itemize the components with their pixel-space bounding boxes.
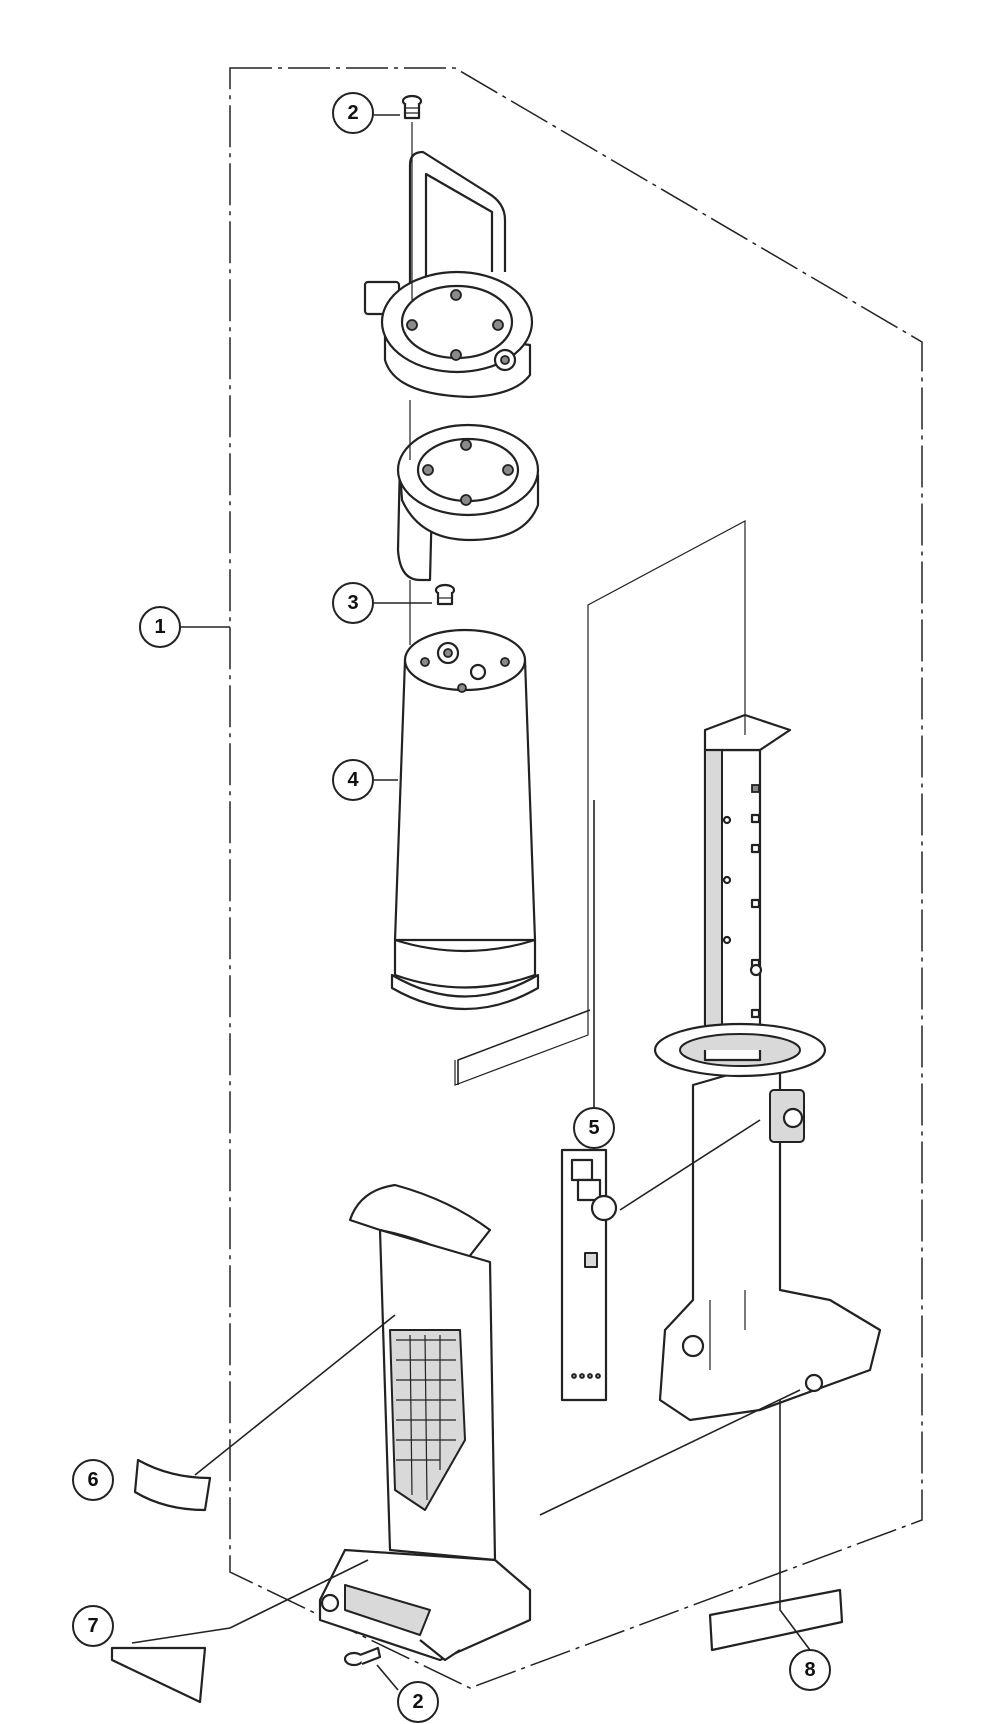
callout-3: 3 [332, 582, 374, 624]
svg-text:8: 8 [804, 1659, 815, 1681]
middle-collar [396, 423, 540, 582]
svg-text:6: 6 [87, 1469, 98, 1491]
svg-text:7: 7 [87, 1615, 98, 1637]
svg-text:5: 5 [588, 1117, 599, 1139]
assembly-boundary [229, 67, 923, 1689]
label-6 [133, 1458, 212, 1512]
callout-4: 4 [332, 759, 374, 801]
cylinder-body [390, 628, 540, 1010]
label-7 [110, 1646, 207, 1704]
screw-middle [434, 583, 456, 606]
screw-top [401, 94, 423, 120]
callout-1: 1 [139, 606, 181, 648]
callout-8: 8 [789, 1649, 831, 1691]
svg-text:3: 3 [347, 592, 358, 614]
svg-text:2: 2 [347, 102, 358, 124]
label-8 [708, 1588, 844, 1652]
callout-5: 5 [573, 1107, 615, 1149]
svg-text:4: 4 [347, 769, 359, 791]
handle-housing [318, 1183, 532, 1662]
callout-7: 7 [72, 1605, 114, 1647]
upright-column-base [653, 713, 882, 1422]
screw-bottom [343, 1646, 382, 1667]
callout-2-bottom: 2 [397, 1681, 439, 1723]
top-cap-with-handle [363, 150, 534, 399]
leader-lines [131, 114, 811, 1691]
svg-text:1: 1 [154, 616, 165, 638]
callout-2-top: 2 [332, 92, 374, 134]
callout-6: 6 [72, 1459, 114, 1501]
svg-text:2: 2 [412, 1691, 423, 1713]
circuit-board [560, 1148, 618, 1402]
